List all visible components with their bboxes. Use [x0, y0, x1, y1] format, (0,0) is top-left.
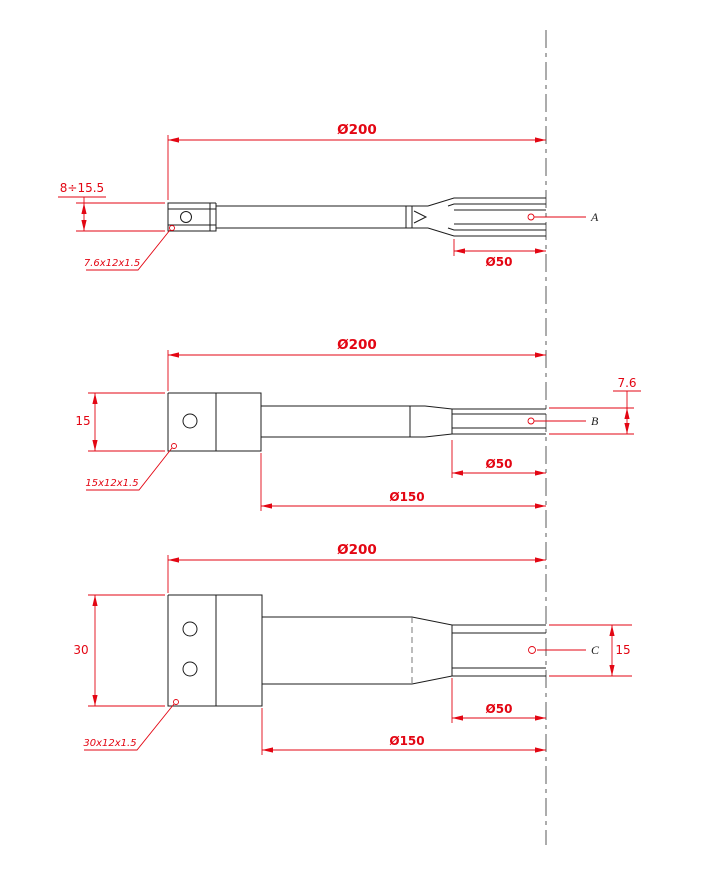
- leader-line: [84, 703, 175, 751]
- leader-circle-a: [527, 213, 535, 221]
- part-head-outline: [167, 202, 428, 232]
- extension-line: [88, 392, 165, 452]
- slot-note-top: 7.6x12x1.5: [84, 225, 175, 271]
- dim-text-dia50-top: Ø50: [486, 255, 513, 269]
- dim-height-range-top: 8÷15.5: [58, 181, 165, 232]
- extension-line: [549, 624, 632, 677]
- head-hole-lower: [182, 661, 198, 677]
- part-head-outline: [167, 594, 263, 707]
- dim-dia50-bottom: Ø50: [451, 678, 546, 723]
- head-hole-upper: [182, 621, 198, 637]
- head-hole: [182, 413, 198, 429]
- section-letter-c: C: [591, 643, 600, 657]
- dim-text-dia50-middle: Ø50: [486, 457, 513, 471]
- dim-text-dia150-middle: Ø150: [389, 490, 424, 504]
- leader-circle: [173, 699, 179, 705]
- slot-note-text-bottom: 30x12x1.5: [83, 738, 136, 749]
- part-shaft-outline: [262, 616, 546, 685]
- dim-dia200-bottom: Ø200: [167, 542, 546, 593]
- middle-view: Ø200 7.6 15 15x12x1.5 Ø50 Ø150: [75, 337, 641, 511]
- slot-note-bottom: 30x12x1.5: [83, 699, 179, 751]
- top-view: Ø200 8÷15.5 7.6x12x1.5 Ø50 A: [58, 122, 599, 271]
- extension-line: [58, 196, 165, 232]
- leader-circle: [171, 443, 177, 449]
- dim-text-dia150-bottom: Ø150: [389, 734, 424, 748]
- head-hole: [180, 211, 192, 223]
- dim-text-head-height-middle: 15: [75, 414, 90, 428]
- slot-note-middle: 15x12x1.5: [85, 443, 177, 491]
- slot-note-text-middle: 15x12x1.5: [85, 478, 138, 489]
- dim-text-dia200-top: Ø200: [337, 122, 377, 138]
- leader-circle-c: [528, 646, 536, 654]
- dim-head-height-bottom: 30: [73, 594, 165, 707]
- extension-line: [549, 390, 641, 435]
- leader-circle: [169, 225, 175, 231]
- extension-line: [88, 594, 165, 707]
- dim-dia200-middle: Ø200: [167, 337, 546, 391]
- dim-head-height-middle: 15: [75, 392, 165, 452]
- part-spline-outline: [427, 197, 546, 237]
- dim-tip-height-middle: 7.6: [549, 376, 641, 435]
- dim-dia150-middle: Ø150: [260, 453, 546, 511]
- part-head-outline: [167, 392, 262, 452]
- part-tip-detail: [413, 210, 428, 224]
- dim-text-dia200-bottom: Ø200: [337, 542, 377, 558]
- slot-note-text-top: 7.6x12x1.5: [84, 258, 140, 269]
- dim-text-head-height-bottom: 30: [73, 643, 88, 657]
- leader-line: [86, 229, 171, 271]
- dim-dia50-middle: Ø50: [451, 440, 546, 478]
- dim-dia150-bottom: Ø150: [261, 708, 546, 755]
- dim-dia50-top: Ø50: [453, 239, 546, 269]
- leader-line: [86, 447, 173, 491]
- leader-circle-b: [527, 417, 535, 425]
- section-letter-a: A: [590, 210, 599, 224]
- section-label-a: A: [534, 210, 599, 224]
- dim-text-height-range: 8÷15.5: [60, 181, 104, 195]
- dim-text-dia50-bottom: Ø50: [486, 702, 513, 716]
- dim-text-tip-height-bottom: 15: [615, 643, 630, 657]
- section-letter-b: B: [591, 414, 599, 428]
- section-label-b: B: [534, 414, 599, 428]
- dim-dia200-top: Ø200: [167, 122, 546, 200]
- dim-text-tip-height-middle: 7.6: [617, 376, 636, 390]
- part-shaft-outline: [261, 405, 546, 438]
- bottom-view: Ø200 30 15 30x12x1.5 Ø50 Ø150: [73, 542, 632, 755]
- section-label-c: C: [537, 643, 600, 657]
- dim-tip-height-bottom: 15: [549, 624, 632, 677]
- dim-text-dia200-middle: Ø200: [337, 337, 377, 353]
